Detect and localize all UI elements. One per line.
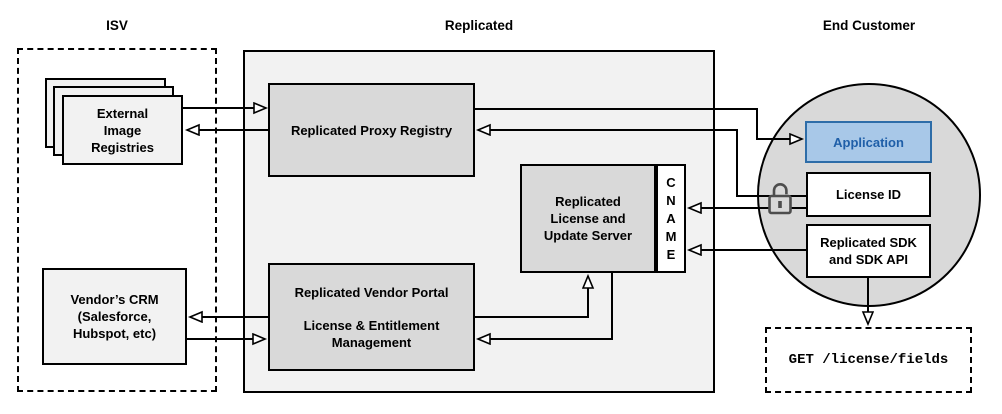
license-id-node: License ID — [806, 172, 931, 217]
license-update-server-node: Replicated License and Update Server — [520, 164, 656, 273]
vendor-portal-title: Replicated Vendor Portal — [294, 284, 449, 300]
get-license-fields-node: GET /license/fields — [765, 327, 972, 393]
vendor-portal-label: License & Entitlement — [303, 317, 440, 333]
external-image-registries-label: External — [96, 105, 149, 121]
vendors-crm-node: Vendor’s CRM (Salesforce, Hubspot, etc) — [42, 268, 187, 365]
replicated-sdk-node: Replicated SDK and SDK API — [806, 224, 931, 278]
license-update-server-label: License and — [550, 211, 626, 226]
external-image-registries-node: External Image Registries — [62, 95, 183, 165]
cname-letter: E — [666, 246, 676, 262]
unlocked-padlock-icon — [768, 183, 792, 215]
cname-node: C N A M E — [656, 164, 686, 273]
cname-letter: C — [666, 174, 676, 190]
section-label-isv: ISV — [106, 18, 128, 33]
vendor-portal-label: Management — [331, 334, 412, 350]
get-license-fields-label: GET /license/fields — [788, 351, 949, 368]
external-image-registries-label: Registries — [91, 139, 154, 155]
cname-letter: N — [666, 192, 676, 208]
application-node: Application — [805, 121, 932, 163]
license-update-server-label: Replicated — [555, 194, 621, 209]
section-label-replicated: Replicated — [444, 18, 514, 33]
replicated-proxy-registry-node: Replicated Proxy Registry — [268, 83, 475, 177]
replicated-proxy-registry-label: Replicated Proxy Registry — [290, 122, 453, 138]
replicated-sdk-label: and SDK API — [829, 252, 908, 267]
vendor-portal-node: Replicated Vendor Portal License & Entit… — [268, 263, 475, 371]
external-image-registries-label: Image — [103, 122, 142, 138]
vendors-crm-label: (Salesforce, — [77, 309, 152, 324]
cname-letter: M — [665, 228, 677, 244]
application-label: Application — [833, 134, 904, 150]
license-id-label: License ID — [835, 187, 902, 202]
section-label-end-customer: End Customer — [822, 18, 916, 33]
license-update-server-label: Update Server — [543, 228, 633, 243]
vendors-crm-label: Hubspot, etc) — [72, 326, 157, 341]
cname-letter: A — [666, 210, 676, 226]
vendors-crm-label: Vendor’s CRM — [70, 292, 159, 307]
replicated-sdk-label: Replicated SDK — [820, 235, 917, 250]
